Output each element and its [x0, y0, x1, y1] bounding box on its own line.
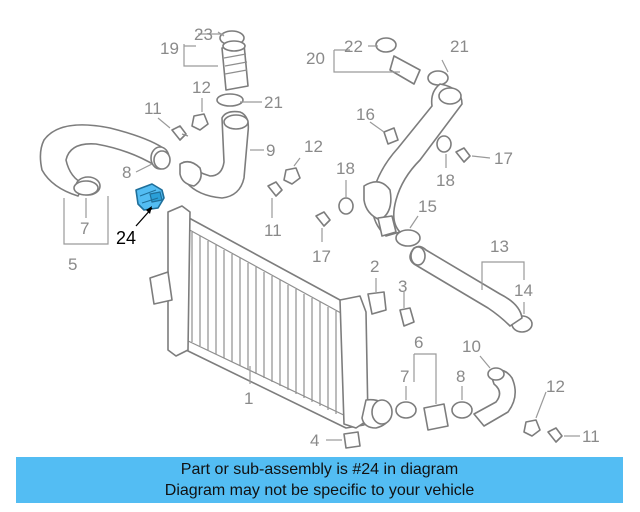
callout-11[interactable]: 11: [144, 99, 162, 118]
callout-20[interactable]: 20: [306, 49, 325, 68]
callout-6[interactable]: 6: [414, 333, 423, 352]
callout-13[interactable]: 13: [490, 237, 509, 256]
diagram-disclaimer-line: Diagram may not be specific to your vehi…: [164, 482, 475, 499]
callout-11[interactable]: 11: [582, 427, 600, 446]
fastener-parts[interactable]: [171, 113, 563, 449]
callout-labels: 24 23 19 12 21 11 9 8 12 11 7 5 20 22 21…: [68, 25, 600, 450]
callout-7[interactable]: 7: [400, 367, 409, 386]
callout-12[interactable]: 12: [304, 137, 323, 156]
callout-14[interactable]: 14: [514, 281, 533, 300]
part-info-banner: Part or sub-assembly is #24 in diagram D…: [16, 457, 623, 503]
right-charge-pipe-part[interactable]: [363, 55, 463, 237]
callout-16[interactable]: 16: [356, 105, 375, 124]
callout-12[interactable]: 12: [546, 377, 565, 396]
callout-2[interactable]: 2: [370, 257, 379, 276]
callout-21[interactable]: 21: [450, 37, 469, 56]
callout-9[interactable]: 9: [266, 141, 275, 160]
callout-4[interactable]: 4: [310, 431, 319, 450]
callout-18[interactable]: 18: [336, 159, 355, 178]
callout-1[interactable]: 1: [244, 389, 253, 408]
callout-18[interactable]: 18: [436, 171, 455, 190]
callout-17[interactable]: 17: [312, 247, 331, 266]
callout-15[interactable]: 15: [418, 197, 437, 216]
callout-17[interactable]: 17: [494, 149, 513, 168]
callout-21[interactable]: 21: [264, 93, 283, 112]
hose-clamp-part[interactable]: [73, 30, 533, 419]
callout-22[interactable]: 22: [344, 37, 363, 56]
part-24-sensor-highlighted[interactable]: [135, 183, 165, 211]
callout-19[interactable]: 19: [160, 39, 179, 58]
lower-right-hose-part[interactable]: [409, 245, 523, 327]
callout-24[interactable]: 24: [116, 228, 136, 248]
callout-8[interactable]: 8: [456, 367, 465, 386]
callout-8[interactable]: 8: [122, 163, 131, 182]
outlet-hose-part[interactable]: [473, 367, 516, 427]
callout-23[interactable]: 23: [194, 25, 213, 44]
callout-3[interactable]: 3: [398, 277, 407, 296]
upper-charge-hose-part[interactable]: [221, 40, 249, 91]
callout-11[interactable]: 11: [264, 221, 282, 240]
callout-12[interactable]: 12: [192, 78, 211, 97]
callout-5[interactable]: 5: [68, 255, 77, 274]
parts-diagram: 24 23 19 12 21 11 9 8 12 11 7 5 20 22 21…: [39, 25, 600, 450]
charge-pipe-part[interactable]: [179, 110, 250, 199]
intercooler-part[interactable]: [149, 205, 393, 429]
part-info-line: Part or sub-assembly is #24 in diagram: [180, 461, 459, 478]
callout-7[interactable]: 7: [80, 219, 89, 238]
leader-lines: [63, 31, 580, 441]
callout-10[interactable]: 10: [462, 337, 481, 356]
